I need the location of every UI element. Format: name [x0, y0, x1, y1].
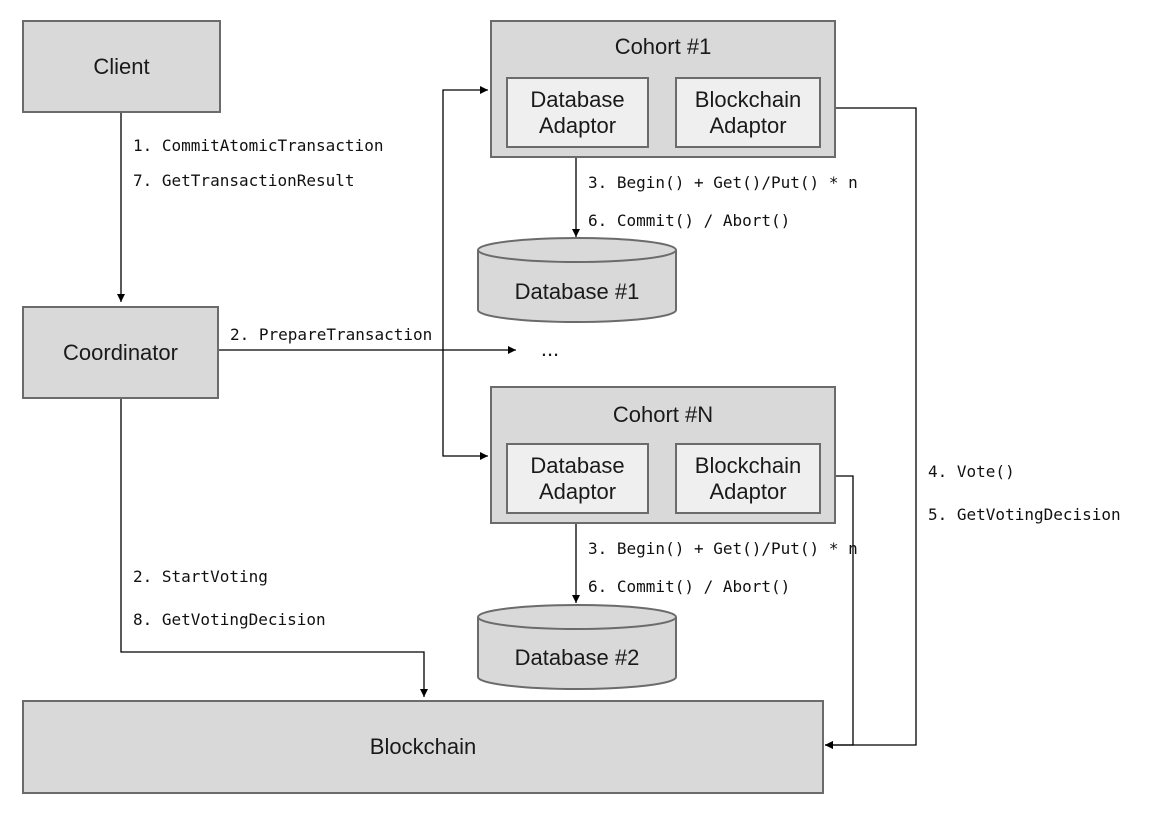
coordinator-label: Coordinator: [63, 339, 178, 365]
edge-coordinator-cohortN: [442, 350, 488, 460]
label-cohortN-commit: 6. Commit() / Abort(): [588, 577, 791, 596]
cohortN-box: Cohort #N Database Adaptor Blockchain Ad…: [490, 386, 836, 524]
label-commit-atomic-transaction: 1. CommitAtomicTransaction: [133, 136, 384, 155]
more-cohorts-ellipsis: ...: [540, 336, 560, 361]
cohortN-database-adaptor-line2: Adaptor: [538, 478, 617, 504]
database2-label: Database #2: [514, 645, 640, 670]
blockchain-label: Blockchain: [369, 734, 477, 759]
cohort1-title: Cohort #1: [614, 34, 712, 59]
edge-cohort1-blockchain: [820, 107, 917, 749]
database1-label: Database #1: [514, 279, 640, 304]
label-start-voting: 2. StartVoting: [133, 567, 268, 586]
label-get-voting-decision-coordinator: 8. GetVotingDecision: [133, 610, 326, 629]
cohortN-blockchain-adaptor: Blockchain Adaptor: [675, 443, 821, 514]
cohortN-database-adaptor: Database Adaptor: [506, 443, 649, 514]
cohort1-box: Cohort #1 Database Adaptor Blockchain Ad…: [490, 20, 836, 158]
blockchain-box: Blockchain: [22, 700, 824, 794]
label-vote: 4. Vote(): [928, 462, 1015, 481]
client-label: Client: [93, 53, 150, 79]
cohortN-database-adaptor-line1: Database: [530, 452, 625, 478]
cohort1-blockchain-adaptor-line1: Blockchain: [694, 86, 802, 112]
label-cohort1-commit: 6. Commit() / Abort(): [588, 211, 791, 230]
edge-coordinator-blockchain: [120, 398, 428, 697]
label-cohortN-begin: 3. Begin() + Get()/Put() * n: [588, 539, 858, 558]
cohort1-database-adaptor: Database Adaptor: [506, 77, 649, 148]
edge-coordinator-cohort1: [442, 86, 488, 350]
coordinator-box: Coordinator: [22, 306, 219, 399]
cohort1-blockchain-adaptor: Blockchain Adaptor: [675, 77, 821, 148]
cohort1-database-adaptor-line1: Database: [530, 86, 625, 112]
cohortN-blockchain-adaptor-line2: Adaptor: [709, 478, 787, 504]
client-box: Client: [22, 20, 221, 113]
cohortN-title: Cohort #N: [612, 402, 714, 427]
label-get-voting-decision-cohort: 5. GetVotingDecision: [928, 505, 1121, 524]
cohort1-database-adaptor-line2: Adaptor: [538, 112, 617, 138]
cohort1-blockchain-adaptor-line2: Adaptor: [709, 112, 787, 138]
label-cohort1-begin: 3. Begin() + Get()/Put() * n: [588, 173, 858, 192]
cohortN-blockchain-adaptor-line1: Blockchain: [694, 452, 802, 478]
label-prepare-transaction: 2. PrepareTransaction: [230, 325, 433, 344]
label-get-transaction-result: 7. GetTransactionResult: [133, 171, 355, 190]
edge-cohortN-blockchain: [820, 475, 854, 749]
